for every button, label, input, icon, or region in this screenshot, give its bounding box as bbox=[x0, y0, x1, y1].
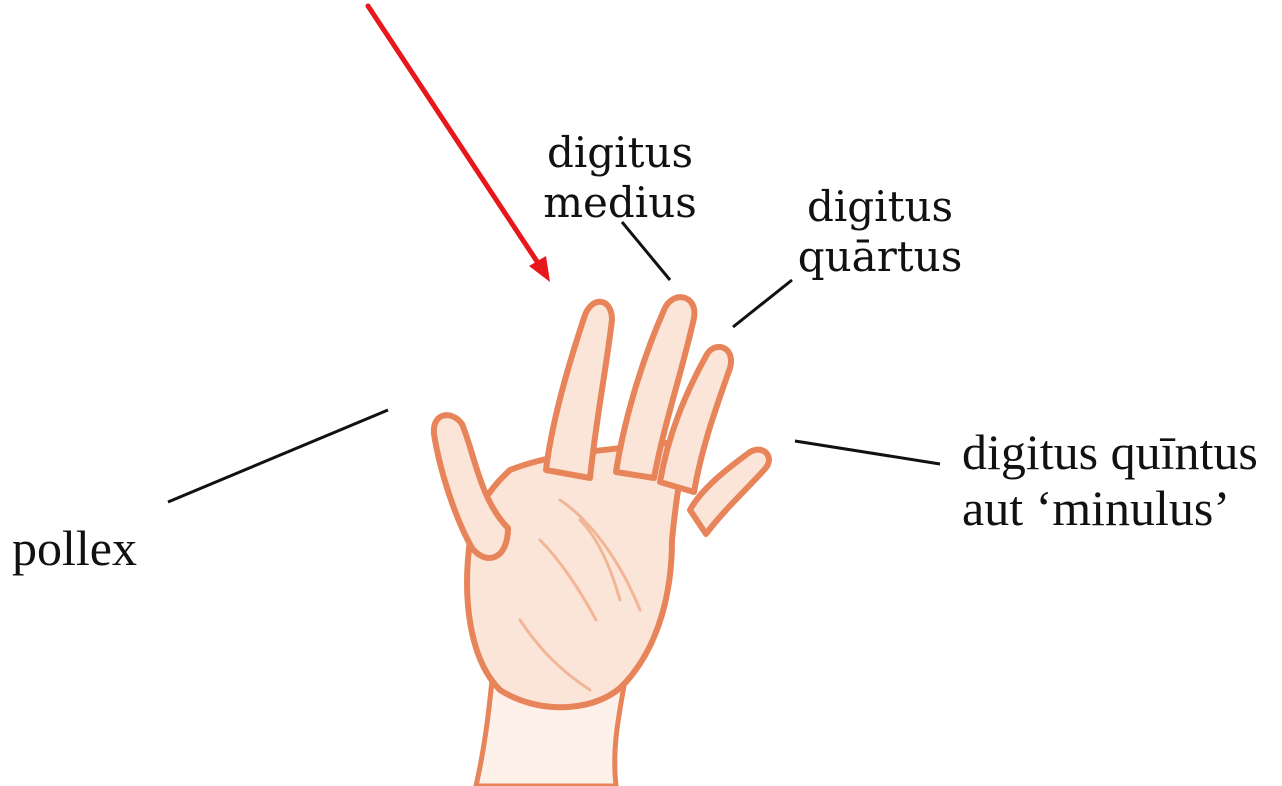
label-digitus-quartus-line-1: digitus bbox=[780, 182, 980, 232]
label-pollex: pollex bbox=[12, 520, 137, 576]
label-digitus-quintus-line-1: digitus quīntus bbox=[962, 424, 1258, 480]
label-digitus-medius: digitus medius bbox=[520, 128, 720, 228]
leader-line-quintus bbox=[795, 441, 940, 464]
label-digitus-medius-line-1: digitus bbox=[520, 128, 720, 178]
label-digitus-quintus: digitus quīntus aut ‘minulus’ bbox=[962, 424, 1258, 536]
leader-line-quartus bbox=[733, 280, 792, 327]
label-digitus-medius-line-2: medius bbox=[520, 178, 720, 228]
label-digitus-quintus-line-2: aut ‘minulus’ bbox=[962, 480, 1258, 536]
leader-line-medius bbox=[622, 222, 670, 280]
label-digitus-quartus-line-2: quārtus bbox=[780, 232, 980, 282]
label-digitus-quartus: digitus quārtus bbox=[780, 182, 980, 282]
hand-illustration bbox=[434, 297, 769, 786]
leader-line-pollex bbox=[168, 410, 388, 502]
label-pollex-text: pollex bbox=[12, 520, 137, 576]
